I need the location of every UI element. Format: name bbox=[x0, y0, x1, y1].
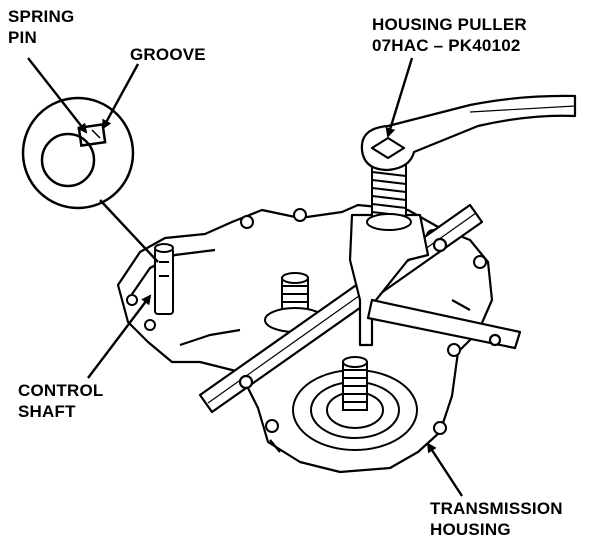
puller-body bbox=[348, 213, 522, 350]
detail-callout-circle bbox=[21, 96, 135, 210]
wrench bbox=[360, 94, 577, 172]
label-spring-pin: SPRING PIN bbox=[8, 6, 74, 48]
label-housing-puller: HOUSING PULLER 07HAC – PK40102 bbox=[372, 14, 527, 56]
label-groove: GROOVE bbox=[130, 44, 206, 65]
output-flange bbox=[292, 356, 418, 451]
leader-lines bbox=[27, 57, 464, 497]
label-control-shaft-line2: SHAFT bbox=[18, 402, 76, 421]
control-shaft-part bbox=[154, 243, 174, 315]
label-control-shaft: CONTROL SHAFT bbox=[18, 380, 103, 422]
label-transmission-housing-line1: TRANSMISSION bbox=[430, 499, 563, 518]
label-spring-pin-line1: SPRING bbox=[8, 7, 75, 26]
label-control-shaft-line1: CONTROL bbox=[18, 381, 104, 400]
label-transmission-housing: TRANSMISSION HOUSING bbox=[430, 498, 563, 540]
label-transmission-housing-line2: HOUSING bbox=[430, 520, 511, 539]
label-groove-text: GROOVE bbox=[130, 45, 206, 64]
label-spring-pin-line2: PIN bbox=[8, 28, 37, 47]
label-housing-puller-line2: 07HAC – PK40102 bbox=[372, 36, 521, 55]
label-housing-puller-line1: HOUSING PULLER bbox=[372, 15, 527, 34]
puller-screw bbox=[366, 164, 412, 231]
